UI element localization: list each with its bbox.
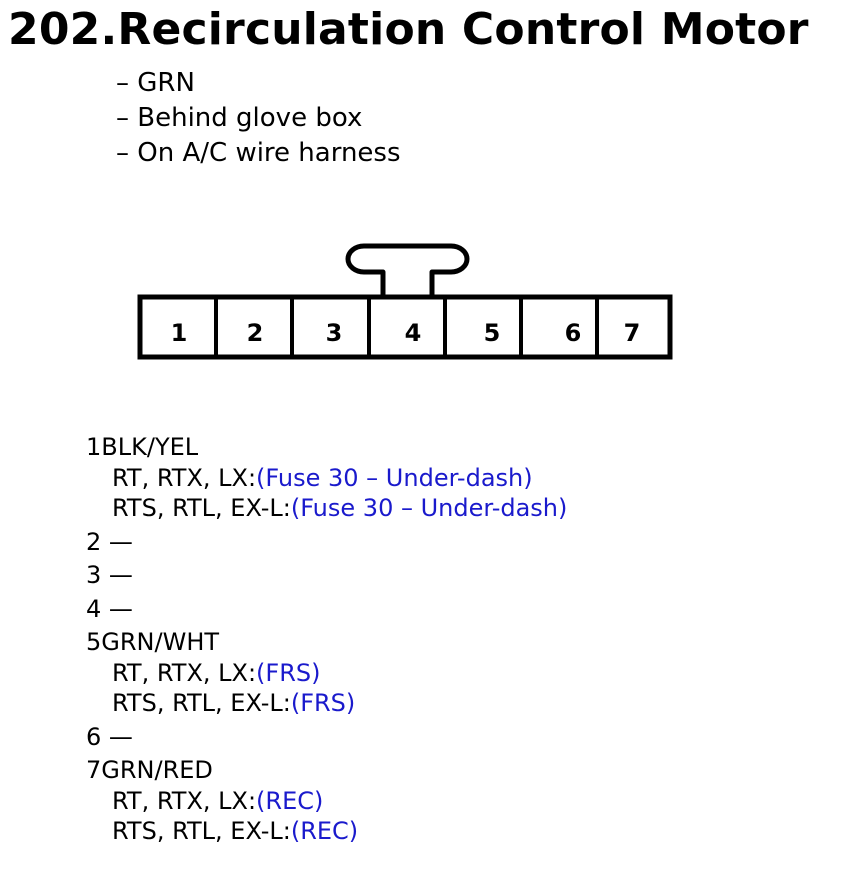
wire-color-code: — xyxy=(108,527,133,556)
wire-row: 1BLK/YEL xyxy=(86,432,567,463)
note-harness: – On A/C wire harness xyxy=(116,138,401,168)
model-list: RT, RTX, LX: xyxy=(112,786,257,815)
pin-number: 2 xyxy=(247,319,264,347)
wire-color-code: GRN/WHT xyxy=(101,628,220,656)
wire-sub-row: RTS, RTL, EX-L:(REC) xyxy=(86,816,567,847)
destination-link[interactable]: (REC) xyxy=(290,817,359,845)
note-color: – GRN xyxy=(116,68,195,98)
wire-color-code: — xyxy=(108,594,133,623)
pin-label: 3 xyxy=(86,561,102,589)
pin-number: 3 xyxy=(326,319,343,347)
model-list: RT, RTX, LX: xyxy=(112,463,257,492)
destination-link[interactable]: (FRS) xyxy=(290,689,356,717)
model-list: RTS, RTL, EX-L: xyxy=(112,817,291,845)
page-title: 202.Recirculation Control Motor xyxy=(8,4,809,55)
model-list: RT, RTX, LX: xyxy=(112,658,257,687)
wire-sub-row: RT, RTX, LX:(Fuse 30 – Under-dash) xyxy=(86,463,567,494)
wire-sub-row: RT, RTX, LX:(FRS) xyxy=(86,658,567,689)
destination-link[interactable]: (Fuse 30 – Under-dash) xyxy=(290,494,568,522)
model-list: RTS, RTL, EX-L: xyxy=(112,689,291,717)
pin-label: 4 xyxy=(86,594,102,623)
note-location: – Behind glove box xyxy=(116,103,363,133)
pin-number: 7 xyxy=(624,319,641,347)
pin-label: 5 xyxy=(86,628,102,656)
connector-notes: – GRN – Behind glove box – On A/C wire h… xyxy=(116,66,401,171)
wire-row: 5GRN/WHT xyxy=(86,627,567,658)
pin-number: 1 xyxy=(171,319,188,347)
wire-sub-row: RT, RTX, LX:(REC) xyxy=(86,786,567,817)
wire-row: 6 — xyxy=(86,722,567,753)
connector-diagram: 1 2 3 4 5 6 7 xyxy=(137,243,673,360)
wire-row: 2 — xyxy=(86,527,567,558)
pin-label: 6 xyxy=(86,722,102,751)
destination-link[interactable]: (Fuse 30 – Under-dash) xyxy=(256,463,533,492)
pin-label: 1 xyxy=(86,433,102,461)
destination-link[interactable]: (FRS) xyxy=(256,658,321,687)
pin-label: 7 xyxy=(86,756,102,784)
pin-label: 2 xyxy=(86,527,102,556)
pin-number: 6 xyxy=(565,319,582,347)
wire-sub-row: RTS, RTL, EX-L:(Fuse 30 – Under-dash) xyxy=(86,493,567,524)
wire-row: 3 — xyxy=(86,560,567,591)
wire-color-code: — xyxy=(108,722,133,751)
pin-number: 5 xyxy=(484,319,501,347)
destination-link[interactable]: (REC) xyxy=(256,786,324,815)
wire-color-code: — xyxy=(108,561,133,589)
wire-color-code: GRN/RED xyxy=(101,756,213,784)
model-list: RTS, RTL, EX-L: xyxy=(112,494,291,522)
connector-lock-tab xyxy=(345,243,470,297)
wire-sub-row: RTS, RTL, EX-L:(FRS) xyxy=(86,688,567,719)
wire-row: 7GRN/RED xyxy=(86,755,567,786)
connector-body xyxy=(137,294,673,360)
pin-number: 4 xyxy=(405,319,422,347)
wire-row: 4 — xyxy=(86,594,567,625)
wire-color-code: BLK/YEL xyxy=(101,433,199,461)
wire-list: 1BLK/YEL RT, RTX, LX:(Fuse 30 – Under-da… xyxy=(86,432,567,847)
